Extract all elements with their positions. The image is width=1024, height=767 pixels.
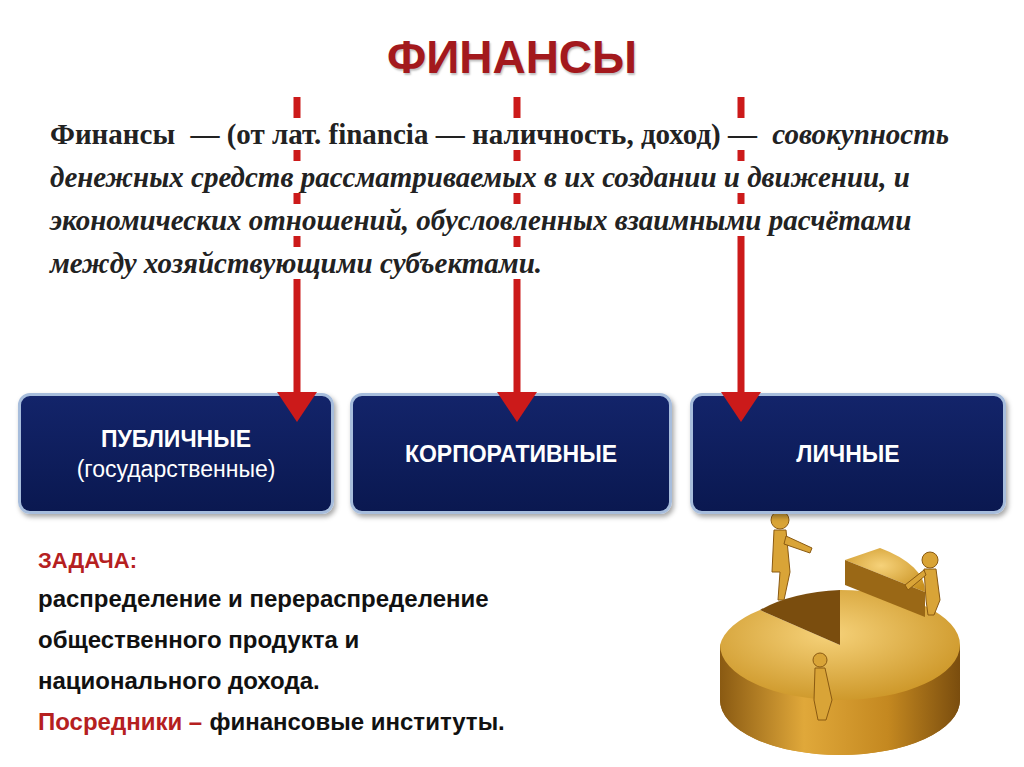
intermediaries-text: финансовые институты. [209,708,504,735]
intermediaries-heading: Посредники – [38,708,202,735]
task-text: распределение и перераспределение общест… [38,578,508,701]
intermediaries-line: Посредники – финансовые институты. [38,701,678,742]
definition-paragraph: Финансы — (от лат. financia — наличность… [50,113,1005,285]
category-box: ПУБЛИЧНЫЕ(государственные) [18,393,334,514]
box-heading: ЛИЧНЫЕ [796,439,899,469]
definition-text: — (от лат. financia — наличность, доход)… [190,118,757,150]
task-heading: ЗАДАЧА: [38,540,137,581]
box-heading: КОРПОРАТИВНЫЕ [405,439,617,469]
box-subtext: (государственные) [77,454,276,484]
definition-text: Финансы [50,118,175,150]
box-heading: ПУБЛИЧНЫЕ [101,424,251,454]
title: ФИНАНСЫ [0,30,1024,84]
